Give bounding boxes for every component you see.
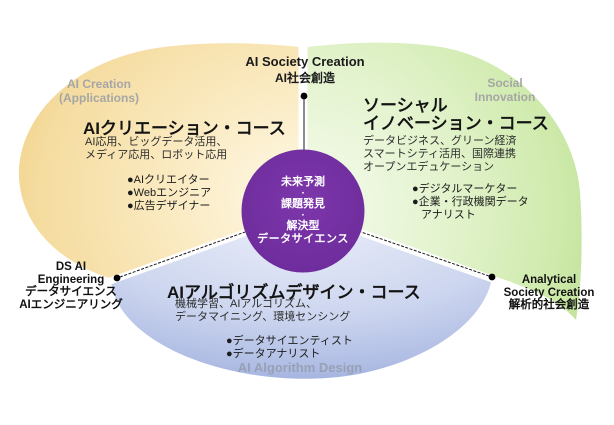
social-keywords-line2: スマートシティ活用、国際連携: [363, 148, 517, 160]
social-career-list: ●デジタルマーケター ●企業・行政機関データ アナリスト: [412, 183, 529, 222]
career-item-continuation: アナリスト: [421, 209, 476, 221]
algorithm-course-title: AIアルゴリズムデザイン・コース: [167, 283, 421, 302]
career-item: ●データアナリスト: [226, 348, 321, 360]
ds-ai-line2: Engineering: [37, 273, 105, 286]
analytical-line2: Society Creation: [503, 286, 595, 299]
social-en-line1: Social: [487, 76, 523, 90]
ds-ai-engineering-label: DS AI Engineering データサイエンス AIエンジニアリング: [6, 261, 136, 311]
social-lobe-shape: [307, 42, 582, 320]
center-line2: 課題発見: [281, 198, 325, 210]
career-item: ●Webエンジニア: [127, 187, 212, 199]
center-separator: ・: [299, 190, 307, 197]
top-label-en: AI Society Creation: [245, 54, 365, 69]
creation-en-label: AI Creation (Applications): [34, 77, 164, 105]
creation-en-line2: (Applications): [59, 91, 139, 105]
center-circle-text: 未来予測 ・ 課題発見 ・ 解決型 データサイエンス: [233, 176, 373, 246]
center-line4: データサイエンス: [257, 233, 349, 245]
social-en-line2: Innovation: [474, 90, 536, 104]
center-line3: 解決型: [286, 220, 320, 232]
top-connector-dot: [300, 92, 308, 100]
creation-course-title: AIクリエーション・コース: [83, 119, 286, 138]
analytical-line1: Analytical: [521, 274, 577, 286]
social-keywords-line1: データビジネス、グリーン経済: [363, 135, 517, 147]
center-separator: ・: [299, 212, 307, 219]
algorithm-en-label: AI Algorithm Design: [237, 360, 363, 375]
creation-keywords-line2: メディア応用、ロボット応用: [85, 149, 228, 161]
career-item: ●データサイエンティスト: [226, 335, 353, 347]
social-keywords-line3: オープンエデュケーション: [363, 161, 495, 173]
ds-ai-line3: データサイエンス: [25, 286, 117, 298]
ds-ai-line1: DS AI: [55, 261, 87, 273]
social-title-line2: イノベーション・コース: [363, 114, 549, 133]
algorithm-lobe-shape: [111, 214, 492, 379]
career-item: ●広告デザイナー: [127, 200, 211, 212]
left-connector-line: [119, 231, 246, 278]
career-item: ●AIクリエイター: [127, 174, 210, 186]
algorithm-keywords-line1: 機械学習、AIアルゴリズム、: [175, 298, 318, 310]
career-item: ●企業・行政機関データ: [412, 196, 529, 208]
social-title-line1: ソーシャル: [363, 96, 448, 115]
creation-en-line1: AI Creation: [66, 77, 131, 91]
center-circle-shape: [241, 149, 365, 273]
social-course-title: ソーシャル イノベーション・コース: [363, 97, 549, 133]
creation-career-list: ●AIクリエイター ●Webエンジニア ●広告デザイナー: [127, 174, 211, 213]
analytical-society-label: Analytical Society Creation 解析的社会創造: [484, 274, 614, 312]
creation-keywords-line1: AI応用、ビッグデータ活用、: [85, 136, 228, 148]
left-connector-dot: [113, 274, 121, 282]
top-label-ja: AI社会創造: [274, 71, 335, 85]
center-line1: 未来予測: [281, 176, 325, 188]
right-connector-dot: [488, 273, 496, 281]
analytical-line3: 解析的社会創造: [508, 299, 590, 311]
career-item: ●デジタルマーケター: [412, 183, 518, 195]
social-en-label: Social Innovation: [445, 76, 565, 104]
algorithm-course-keywords: 機械学習、AIアルゴリズム、 データマイニング、環境センシング: [175, 298, 350, 324]
creation-lobe-shape: [18, 43, 300, 279]
algorithm-career-list: ●データサイエンティスト ●データアナリスト: [226, 335, 353, 361]
right-connector-line: [360, 231, 490, 277]
creation-course-keywords: AI応用、ビッグデータ活用、 メディア応用、ロボット応用: [85, 136, 227, 162]
algorithm-keywords-line2: データマイニング、環境センシング: [175, 311, 351, 323]
ds-ai-line4: AIエンジニアリング: [19, 298, 123, 311]
social-course-keywords: データビジネス、グリーン経済 スマートシティ活用、国際連携 オープンエデュケーシ…: [363, 135, 516, 174]
